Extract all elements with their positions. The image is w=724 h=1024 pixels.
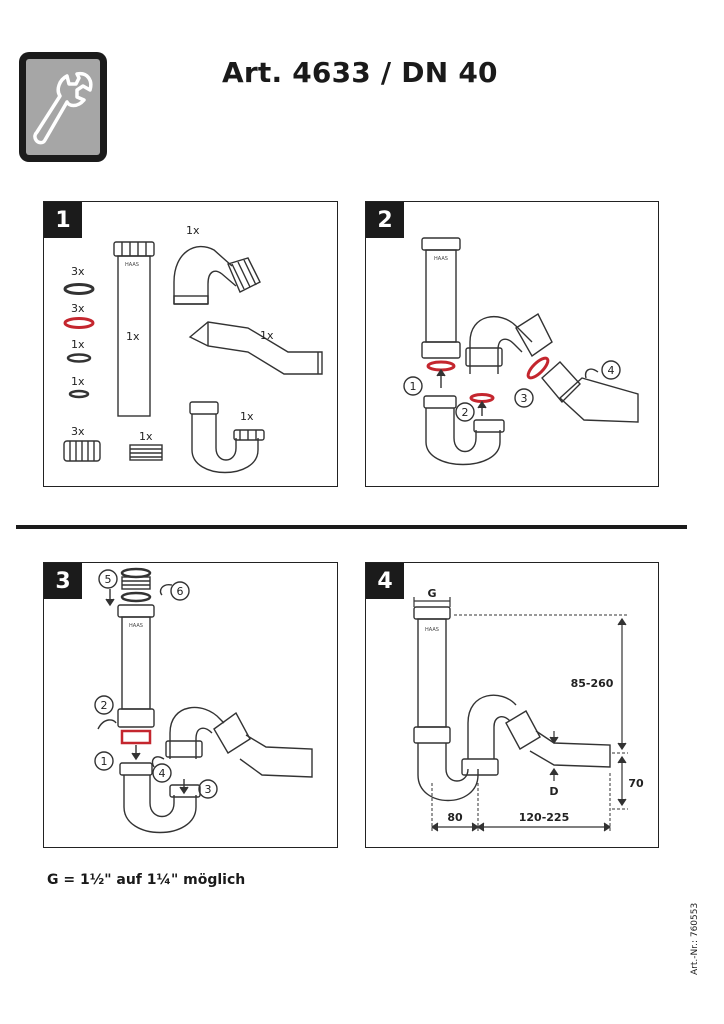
dim-height: 85-260 <box>571 677 614 690</box>
label-ring-black: 3x <box>71 265 85 278</box>
step-1-marker: 1 <box>101 755 108 768</box>
haas-logo: HAAS <box>125 262 139 268</box>
label-elbow: 1x <box>186 224 200 237</box>
step-4-marker: 4 <box>608 364 615 377</box>
parts-illustration: HAAS 3x 3x 1x 1x 3x 1x 1x 1x 1x 1x <box>63 224 323 474</box>
section-divider <box>16 525 687 529</box>
step-6-marker: 6 <box>177 585 184 598</box>
label-nuts: 3x <box>71 425 85 438</box>
step-1-marker: 1 <box>410 380 417 393</box>
assembly-step-3-illustration: HAAS 1 2 3 4 5 6 <box>94 567 313 834</box>
assembly-step-2-illustration: HAAS 1 2 3 4 <box>403 237 639 466</box>
dim-g: G <box>427 587 436 600</box>
label-bend: 1x <box>260 329 274 342</box>
panel-number: 3 <box>44 563 82 599</box>
footnote-g-size: G = 1½" auf 1¼" möglich <box>47 872 246 888</box>
label-ring-small2: 1x <box>71 375 85 388</box>
panel-4-dimensions: HAAS G 85-260 70 D 80 120-225 4 <box>365 562 659 848</box>
wrench-icon <box>19 52 107 162</box>
dim-right: 120-225 <box>519 811 570 824</box>
step-3-marker: 3 <box>205 783 212 796</box>
panel-number: 2 <box>366 202 404 238</box>
panel-2-assembly: HAAS 1 2 3 4 2 <box>365 201 659 487</box>
label-utrap: 1x <box>240 410 254 423</box>
label-thread: 1x <box>139 430 153 443</box>
page-title: Art. 4633 / DN 40 <box>222 56 498 89</box>
article-number: Art.-Nr.: 760553 <box>690 902 700 975</box>
label-ring-red: 3x <box>71 302 85 315</box>
step-4-marker: 4 <box>159 767 166 780</box>
dim-left: 80 <box>447 811 463 824</box>
label-tube: 1x <box>126 330 140 343</box>
dim-offset: 70 <box>628 777 644 790</box>
panel-number: 4 <box>366 563 404 599</box>
haas-logo: HAAS <box>434 256 448 262</box>
step-3-marker: 3 <box>521 392 528 405</box>
panel-3-assembly: HAAS 1 2 3 4 5 6 3 <box>43 562 338 848</box>
step-5-marker: 5 <box>105 573 112 586</box>
label-ring-small1: 1x <box>71 338 85 351</box>
dim-d: D <box>549 785 558 798</box>
step-2-marker: 2 <box>101 699 108 712</box>
haas-logo: HAAS <box>425 627 439 633</box>
step-2-marker: 2 <box>462 406 469 419</box>
dimension-drawing: HAAS G 85-260 70 D 80 120-225 <box>413 587 644 833</box>
panel-number: 1 <box>44 202 82 238</box>
haas-logo: HAAS <box>129 623 143 629</box>
panel-1-parts: HAAS 3x 3x 1x 1x 3x 1x 1x 1x 1x 1x 1 <box>43 201 338 487</box>
